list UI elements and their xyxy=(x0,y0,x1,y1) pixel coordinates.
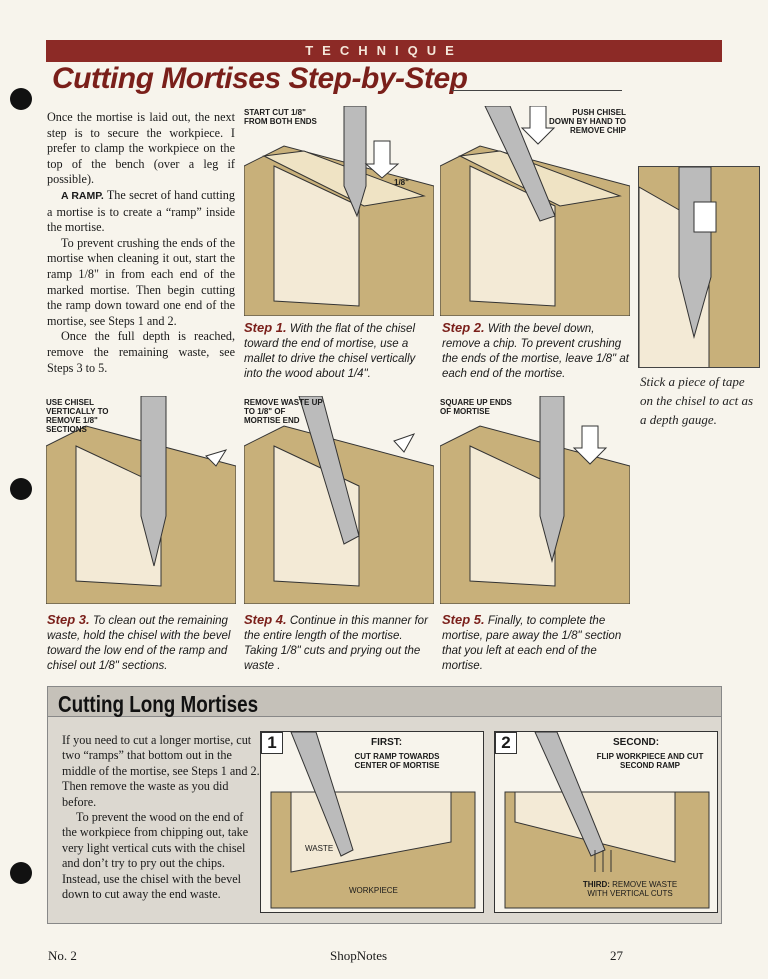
panel-2-third-text: REMOVE WASTE WITH VERTICAL CUTS xyxy=(587,880,678,898)
panel-1-heading: FIRST: xyxy=(371,737,403,748)
long-panel-1-drawing xyxy=(270,732,476,909)
step-3-text: To clean out the remaining waste, hold t… xyxy=(47,615,231,672)
step-4-illustration: REMOVE WASTE UP TO 1/8" OF MORTISE END xyxy=(244,396,434,604)
panel-2-third-note: THIRD: REMOVE WASTE WITH VERTICAL CUTS xyxy=(575,880,685,898)
step-2-drawing xyxy=(440,106,630,316)
panel-1-note: CUT RAMP TOWARDS CENTER OF MORTISE xyxy=(354,752,440,770)
step-2-caption: Step 2. With the bevel down, remove a ch… xyxy=(442,320,632,382)
long-paragraph-2: To prevent the wood on the end of the wo… xyxy=(62,810,249,902)
step-3-note: USE CHISEL VERTICALLY TO REMOVE 1/8" SEC… xyxy=(46,398,109,434)
long-mortises-title: Cutting Long Mortises xyxy=(58,691,259,717)
long-panel-2-drawing xyxy=(504,732,710,909)
step-1-caption: Step 1. With the flat of the chisel towa… xyxy=(244,320,436,382)
long-panel-1: 1 FIRST: CUT RAMP TOWARDS CENTER OF MORT… xyxy=(260,731,484,913)
footer-publication: ShopNotes xyxy=(330,948,388,963)
step-1-note: START CUT 1/8" FROM BOTH ENDS xyxy=(244,108,317,126)
step-3-drawing xyxy=(46,396,236,604)
step-5-text: Finally, to complete the mortise, pare a… xyxy=(442,615,622,672)
step-2-note: PUSH CHISEL DOWN BY HAND TO REMOVE CHIP xyxy=(548,108,626,135)
panel-1-waste-label: WASTE xyxy=(305,844,334,853)
depth-gauge-illustration xyxy=(638,166,760,368)
side-note: Stick a piece of tape on the chisel to a… xyxy=(640,374,754,427)
step-4-note: REMOVE WASTE UP TO 1/8" OF MORTISE END xyxy=(244,398,323,425)
step-1-text: With the flat of the chisel toward the e… xyxy=(244,323,416,380)
long-panel-2: 2 SECOND: FLIP WORKPIECE AND CUT SECOND … xyxy=(494,731,718,913)
panel-2-note: FLIP WORKPIECE AND CUT SECOND RAMP xyxy=(596,752,704,770)
bullet-dot xyxy=(10,478,32,500)
step-4-label: Step 4. xyxy=(244,612,287,627)
panel-1-workpiece-label: WORKPIECE xyxy=(349,886,398,895)
step-4-text: Continue in this manner for the entire l… xyxy=(244,615,428,672)
step-5-drawing xyxy=(440,396,630,604)
step-5-caption: Step 5. Finally, to complete the mortise… xyxy=(442,612,632,674)
step-1-dim: 1/8" xyxy=(394,178,409,187)
long-mortises-box: Cutting Long Mortises If you need to cut… xyxy=(47,686,722,924)
intro-paragraph-3: To prevent crushing the ends of the mort… xyxy=(47,235,235,328)
long-paragraph-1: If you need to cut a longer mortise, cut… xyxy=(62,733,260,809)
title-rule xyxy=(452,90,622,91)
panel-2-third-heading: THIRD: xyxy=(582,880,610,889)
panel-number-2: 2 xyxy=(495,732,517,754)
panel-number-1: 1 xyxy=(261,732,283,754)
page-title: Cutting Mortises Step-by-Step xyxy=(52,62,468,95)
step-5-label: Step 5. xyxy=(442,612,485,627)
step-3-illustration: USE CHISEL VERTICALLY TO REMOVE 1/8" SEC… xyxy=(46,396,236,604)
step-1-label: Step 1. xyxy=(244,320,287,335)
step-3-label: Step 3. xyxy=(47,612,90,627)
step-5-note: SQUARE UP ENDS OF MORTISE xyxy=(440,398,512,416)
section-banner: TECHNIQUE xyxy=(46,40,722,62)
step-3-caption: Step 3. To clean out the remaining waste… xyxy=(47,612,237,674)
footer-page-number: 27 xyxy=(610,948,623,963)
intro-paragraph-4: Once the full depth is reached, remove t… xyxy=(47,329,235,375)
footer-issue: No. 2 xyxy=(48,948,77,963)
bullet-dot xyxy=(10,88,32,110)
step-1-illustration: START CUT 1/8" FROM BOTH ENDS 1/8" xyxy=(244,106,434,316)
step-2-text: With the bevel down, remove a chip. To p… xyxy=(442,323,629,380)
depth-gauge-drawing xyxy=(639,167,759,367)
ramp-subhead: A RAMP. xyxy=(61,189,104,202)
long-mortises-title-bar xyxy=(48,687,721,717)
intro-text: Once the mortise is laid out, the next s… xyxy=(47,110,235,376)
bullet-dot xyxy=(10,862,32,884)
step-5-illustration: SQUARE UP ENDS OF MORTISE xyxy=(440,396,630,604)
step-2-illustration: PUSH CHISEL DOWN BY HAND TO REMOVE CHIP xyxy=(440,106,630,316)
step-2-label: Step 2. xyxy=(442,320,485,335)
intro-paragraph-1: Once the mortise is laid out, the next s… xyxy=(47,110,235,187)
step-4-drawing xyxy=(244,396,434,604)
panel-2-heading: SECOND: xyxy=(613,737,660,748)
step-1-drawing xyxy=(244,106,434,316)
step-4-caption: Step 4. Continue in this manner for the … xyxy=(244,612,436,674)
intro-paragraph-2-text: The secret of hand cutting a mortise is … xyxy=(47,187,235,235)
intro-paragraph-2: A RAMP. The secret of hand cutting a mor… xyxy=(47,188,235,236)
long-mortises-text: If you need to cut a longer mortise, cut… xyxy=(62,733,260,902)
